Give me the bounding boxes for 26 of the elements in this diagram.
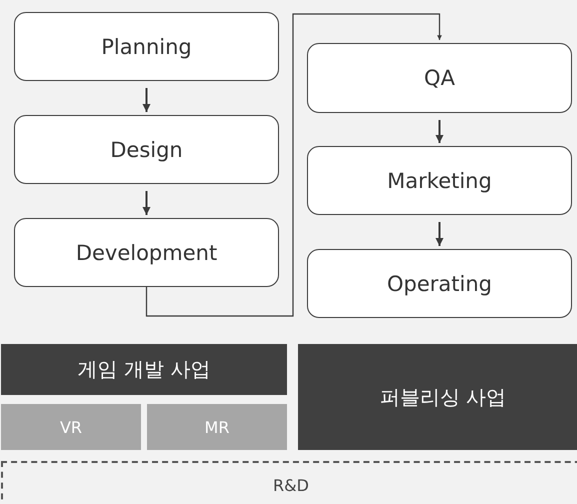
sub-block xyxy=(147,404,287,450)
arrow xyxy=(436,120,444,143)
process-box xyxy=(14,115,279,184)
arrow xyxy=(142,191,150,215)
process-box xyxy=(307,43,572,113)
arrow xyxy=(146,13,442,317)
business-block xyxy=(298,344,577,450)
node-label: 게임 개발 사업 xyxy=(78,356,210,383)
node-label: 퍼블리싱 사업 xyxy=(380,384,506,410)
process-box xyxy=(14,218,279,287)
process-box xyxy=(307,249,572,318)
node-label: Operating xyxy=(387,272,492,296)
process-box xyxy=(307,146,572,215)
node-label: Development xyxy=(76,240,218,264)
node-label: Design xyxy=(110,138,183,162)
arrow xyxy=(436,222,444,246)
sub-block xyxy=(1,404,141,450)
business-block xyxy=(1,344,287,395)
node-label: VR xyxy=(60,418,82,436)
node-label: Planning xyxy=(101,34,192,58)
node-label: Marketing xyxy=(387,168,492,192)
process-box xyxy=(14,12,279,81)
node-label: R&D xyxy=(273,476,309,495)
node-label: QA xyxy=(424,66,455,90)
arrow xyxy=(142,88,150,112)
node-label: MR xyxy=(204,418,230,436)
